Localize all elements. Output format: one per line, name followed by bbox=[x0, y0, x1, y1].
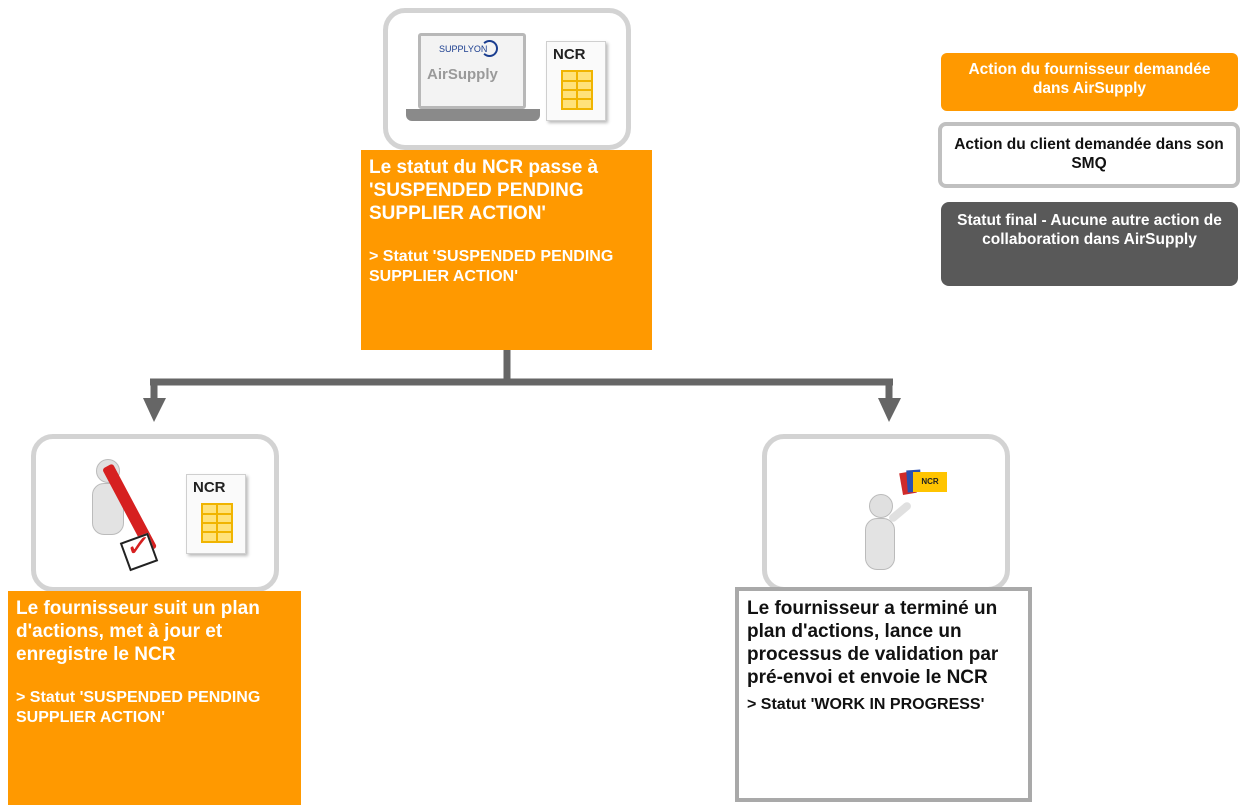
laptop-base-icon bbox=[406, 109, 540, 121]
right-step-description: Le fournisseur a terminé un plan d'actio… bbox=[747, 598, 999, 688]
supplyon-ring-icon bbox=[481, 40, 498, 57]
legend-customer-action: Action du client demandée dans son SMQ bbox=[938, 122, 1240, 188]
arrow-down-right bbox=[878, 398, 901, 422]
right-step-text-box: Le fournisseur a terminé un plan d'actio… bbox=[735, 587, 1032, 802]
top-step-text-box: Le statut du NCR passe à 'SUSPENDED PEND… bbox=[361, 150, 652, 350]
person-checkmark-icon: ✓ bbox=[66, 459, 176, 574]
left-icon-card: ✓ NCR bbox=[31, 434, 279, 592]
ncr-document-icon: NCR bbox=[186, 474, 246, 554]
supplyon-logo: SUPPLYON bbox=[439, 44, 488, 54]
top-step-description: Le statut du NCR passe à 'SUSPENDED PEND… bbox=[369, 157, 599, 224]
left-step-description: Le fournisseur suit un plan d'actions, m… bbox=[16, 598, 260, 665]
left-step-status: > Statut 'SUSPENDED PENDING SUPPLIER ACT… bbox=[16, 689, 261, 726]
legend-supplier-action: Action du fournisseur demandée dans AirS… bbox=[941, 53, 1238, 111]
ncr-document-icon: NCR bbox=[546, 41, 606, 121]
top-step-status: > Statut 'SUSPENDED PENDING SUPPLIER ACT… bbox=[369, 248, 614, 285]
ncr-grid-icon bbox=[561, 70, 593, 110]
airsupply-logo-text: AirSupply bbox=[427, 66, 498, 83]
legend-final-status: Statut final - Aucune autre action de co… bbox=[941, 202, 1238, 286]
ncr-grid-icon bbox=[201, 503, 233, 543]
laptop-icon: SUPPLYON AirSupply bbox=[418, 33, 526, 109]
person-holding-ncr-icon: NCR bbox=[857, 464, 967, 579]
top-icon-card: SUPPLYON AirSupply NCR bbox=[383, 8, 631, 150]
left-step-text-box: Le fournisseur suit un plan d'actions, m… bbox=[8, 591, 301, 805]
arrow-down-left bbox=[143, 398, 166, 422]
right-icon-card: NCR bbox=[762, 434, 1010, 592]
right-step-status: > Statut 'WORK IN PROGRESS' bbox=[747, 696, 985, 713]
